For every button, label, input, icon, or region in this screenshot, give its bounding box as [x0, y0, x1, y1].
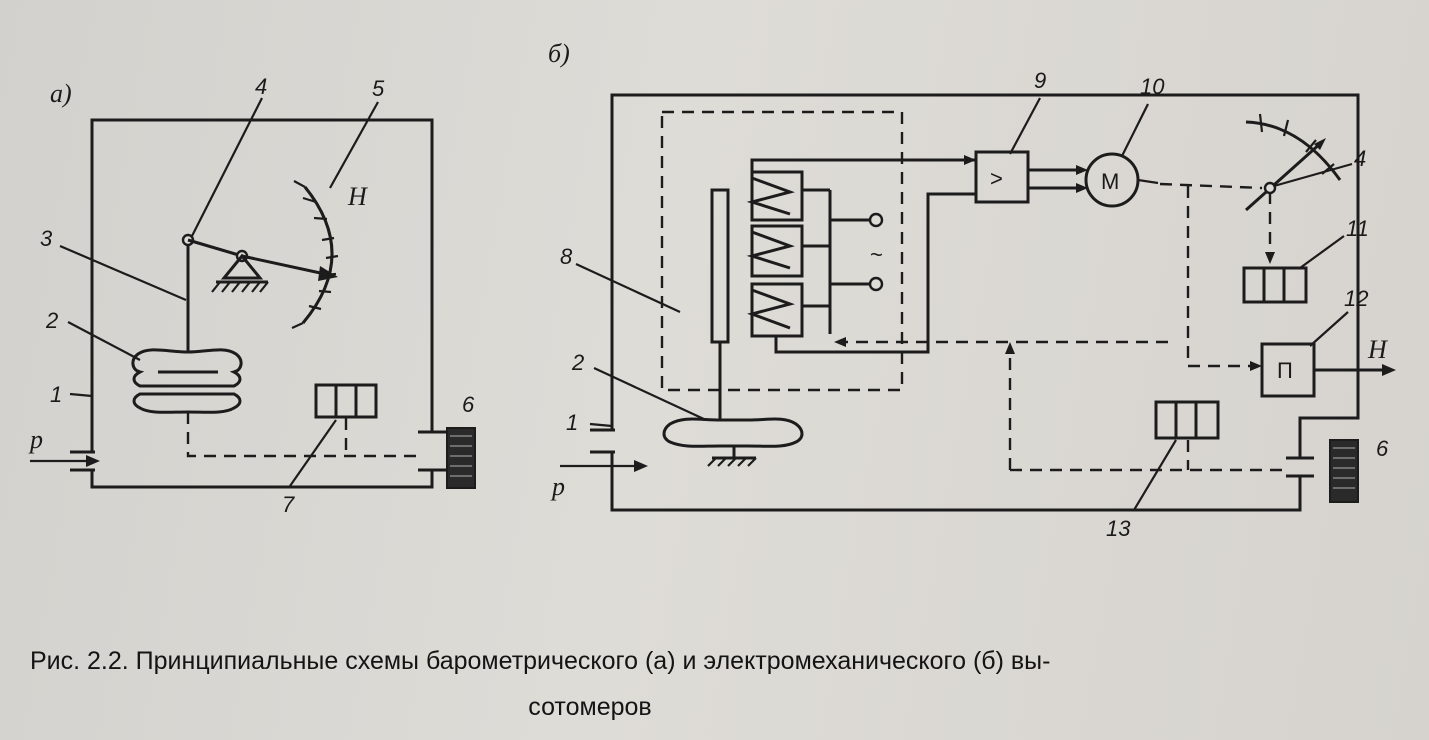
figure-b-callout-12: 12: [1344, 286, 1368, 311]
figure-a-scale-label: H: [347, 182, 368, 211]
figure-a-pressure-label: p: [28, 425, 43, 454]
figure-a-leaders: [59, 97, 379, 487]
figure-b-housing: [610, 93, 1360, 458]
figure-a-callout-6: 6: [462, 392, 475, 417]
figure-b-label: б): [548, 39, 570, 68]
figure-b-indicator: [1244, 113, 1342, 212]
figure-b-drive-shaft: [1159, 182, 1263, 190]
figure-b-counter-11: [1242, 266, 1308, 304]
figure-b-inductive-transducer: ~: [746, 158, 968, 354]
figure-b-output-label: H: [1367, 335, 1388, 364]
figure-a-housing: [90, 118, 434, 452]
figure-b-callout-8: 8: [560, 244, 573, 269]
schematic-figure: а) p H: [28, 39, 1396, 541]
figure-a-callout-7: 7: [282, 492, 295, 517]
caption-line-1: Рис. 2.2. Принципиальные схемы барометри…: [30, 647, 1051, 675]
figure-a-callout-5: 5: [372, 76, 385, 101]
figure-b-electromechanical: б) p: [548, 39, 1396, 541]
figure-b-converter-label: П: [1277, 358, 1293, 383]
figure-a-aneroid-capsules: [131, 348, 243, 414]
figure-b-callout-13: 13: [1106, 516, 1131, 541]
figure-b-core: [710, 188, 730, 344]
figure-b-counter-13: [1154, 400, 1220, 440]
figure-b-motor-label: М: [1101, 169, 1119, 194]
figure-b-callout-6: 6: [1376, 436, 1389, 461]
figure-b-pressure-label: p: [550, 472, 565, 501]
figure-b-amplifier-symbol: >: [990, 166, 1003, 191]
caption-line-2: сотомеров: [528, 693, 652, 721]
figure-a-knob: [446, 427, 476, 489]
figure-a-mechanical-link: [186, 412, 424, 458]
figure-caption: Рис. 2.2. Принципиальные схемы барометри…: [30, 638, 1410, 730]
figure-b-amplifier: >: [974, 150, 1030, 204]
figure-b-callout-11: 11: [1346, 216, 1369, 241]
figure-b-callout-2: 2: [571, 350, 584, 375]
figure-b-aneroid-capsule: [662, 417, 804, 448]
figure-a-callout-1: 1: [50, 382, 62, 407]
figure-b-leaders: [575, 97, 1353, 511]
figure-b-callout-10: 10: [1140, 74, 1165, 99]
figure-a-pointer: [241, 254, 326, 276]
figure-a-label: а): [50, 79, 72, 108]
figure-a-callout-2: 2: [45, 308, 58, 333]
figure-b-knob: [1329, 439, 1359, 503]
figure-a-barometric: а) p H: [28, 74, 476, 517]
figure-a-housing-bottom: [90, 470, 434, 489]
figure-b-ac-symbol: ~: [870, 242, 883, 267]
figure-b-converter: П: [1260, 342, 1316, 398]
figure-a-lever: [187, 238, 243, 258]
figure-a-callout-3: 3: [40, 226, 53, 251]
figure-a-counter: [314, 383, 378, 419]
figure-b-callout-4: 4: [1354, 146, 1366, 171]
figure-a-callout-4: 4: [255, 74, 267, 99]
figure-b-callout-1: 1: [566, 410, 578, 435]
figure-b-housing-bottom: [610, 452, 1302, 512]
figure-b-motor: М: [1084, 152, 1140, 208]
figure-a-scale: [301, 186, 334, 324]
figure-b-sensor-block: [660, 110, 904, 392]
figure-b-callout-9: 9: [1034, 68, 1046, 93]
